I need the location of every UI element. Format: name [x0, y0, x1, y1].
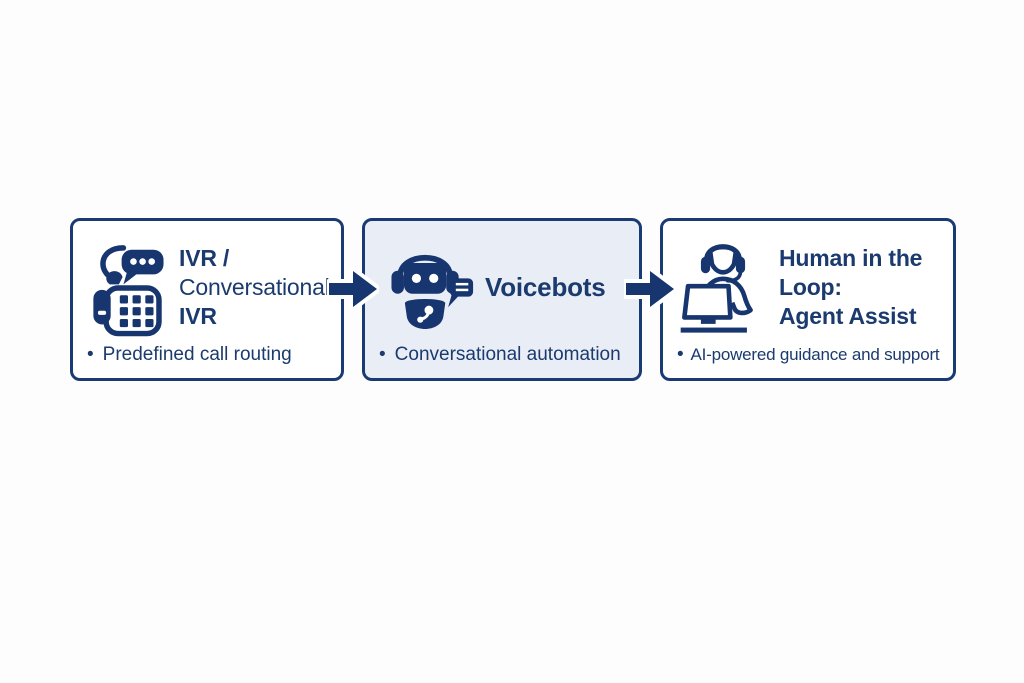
stage-ivr-title: IVR / Conversational IVR	[179, 244, 330, 331]
bullet-dot: •	[87, 344, 94, 365]
ivr-phone-keypad-icon-svg	[93, 244, 164, 336]
stage-ivr-bullet-text: Predefined call routing	[102, 344, 292, 365]
stage-agent-assist-title-line-3: Agent Assist	[779, 303, 917, 329]
stage-box-voicebots: Voicebots • Conversational automation	[362, 218, 642, 381]
bullet-dot: •	[379, 344, 386, 365]
stage-voicebots-title-line-1: Voicebots	[485, 272, 606, 302]
stage-box-agent-assist: Human in the Loop: Agent Assist • AI-pow…	[660, 218, 956, 381]
stage-ivr-title-line-2: Conversational	[179, 274, 330, 300]
stage-voicebots-title: Voicebots	[485, 273, 606, 302]
flow-arrow-1-right-icon	[327, 267, 379, 311]
stage-agent-assist-title-line-2: Loop:	[779, 274, 842, 300]
agent-headset-computer-icon-svg	[680, 243, 753, 333]
voicebot-robot-icon	[379, 240, 475, 336]
stage-agent-assist-main: Human in the Loop: Agent Assist	[677, 231, 941, 344]
stage-voicebots-bullet: • Conversational automation	[379, 344, 627, 368]
agent-headset-computer-icon	[677, 237, 769, 339]
stage-agent-assist-bullet: • AI-powered guidance and support	[677, 344, 941, 368]
stage-ivr-bullet: • Predefined call routing	[87, 344, 329, 368]
stage-ivr-main: IVR / Conversational IVR	[87, 231, 330, 344]
voicebot-robot-icon-svg	[391, 254, 474, 329]
stage-ivr-title-line-3: IVR	[179, 303, 217, 329]
stage-agent-assist-title-line-1: Human in the	[779, 245, 923, 271]
stage-ivr-title-line-1: IVR /	[179, 245, 230, 271]
stage-box-ivr: IVR / Conversational IVR • Predefined ca…	[70, 218, 344, 381]
stage-agent-assist-title: Human in the Loop: Agent Assist	[779, 244, 922, 331]
bullet-dot: •	[677, 344, 684, 365]
flow-arrow-2-right-icon	[624, 267, 676, 311]
stage-voicebots-bullet-text: Conversational automation	[394, 344, 621, 365]
stage-agent-assist-bullet-text: AI-powered guidance and support	[690, 345, 940, 364]
ivr-phone-keypad-icon	[87, 236, 169, 340]
stage-voicebots-main: Voicebots	[379, 231, 627, 344]
